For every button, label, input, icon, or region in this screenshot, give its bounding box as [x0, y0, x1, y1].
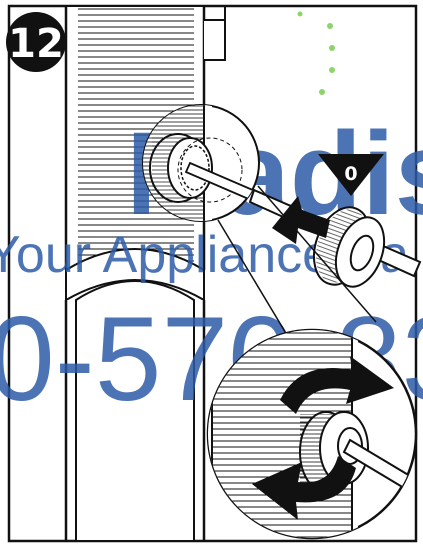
step-number: 12: [8, 21, 64, 67]
step-badge-icon: 12: [6, 12, 66, 72]
marker-label: 0: [344, 163, 357, 185]
